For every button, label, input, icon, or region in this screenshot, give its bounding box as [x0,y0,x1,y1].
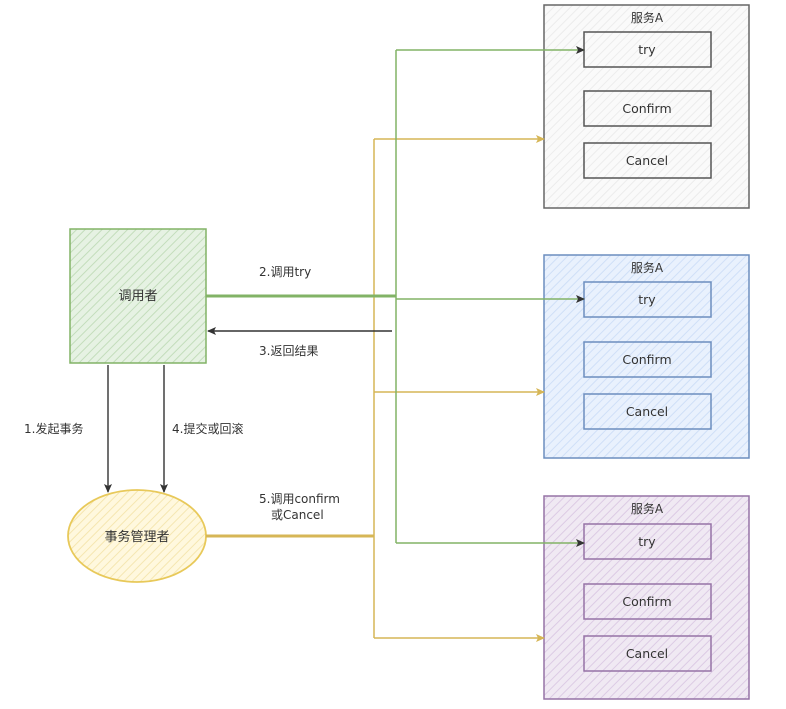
try-label: try [638,534,656,549]
service-a-purple: 服务A try Confirm Cancel [543,495,750,700]
confirm-cancel-edges [206,135,545,642]
call-confirm-label-2: 或Cancel [271,508,324,522]
confirm-button[interactable]: Confirm [583,341,712,378]
cancel-label: Cancel [626,404,668,419]
try-edges [206,46,585,547]
confirm-label: Confirm [622,352,671,367]
service-title: 服务A [631,501,664,516]
transaction-manager-node[interactable]: 事务管理者 [67,489,207,583]
try-button[interactable]: try [583,523,712,560]
service-a-blue: 服务A try Confirm Cancel [543,254,750,459]
confirm-label: Confirm [622,101,671,116]
caller-node[interactable]: 调用者 [69,228,207,364]
start-transaction-label: 1.发起事务 [24,421,83,436]
call-try-label: 2.调用try [259,265,311,279]
try-button[interactable]: try [583,281,712,318]
try-button[interactable]: try [583,31,712,68]
call-confirm-label: 5.调用confirm [259,492,340,506]
cancel-label: Cancel [626,153,668,168]
confirm-button[interactable]: Confirm [583,90,712,127]
try-label: try [638,42,656,57]
service-a-gray: 服务A try Confirm Cancel [543,4,750,209]
cancel-label: Cancel [626,646,668,661]
service-title: 服务A [631,260,664,275]
manager-label: 事务管理者 [104,529,169,545]
service-title: 服务A [631,10,664,25]
cancel-button[interactable]: Cancel [583,393,712,430]
cancel-button[interactable]: Cancel [583,635,712,672]
caller-label: 调用者 [118,289,157,304]
commit-rollback-label: 4.提交或回滚 [172,421,243,436]
try-label: try [638,292,656,307]
return-result-label: 3.返回结果 [259,344,318,358]
confirm-button[interactable]: Confirm [583,583,712,620]
confirm-label: Confirm [622,594,671,609]
cancel-button[interactable]: Cancel [583,142,712,179]
